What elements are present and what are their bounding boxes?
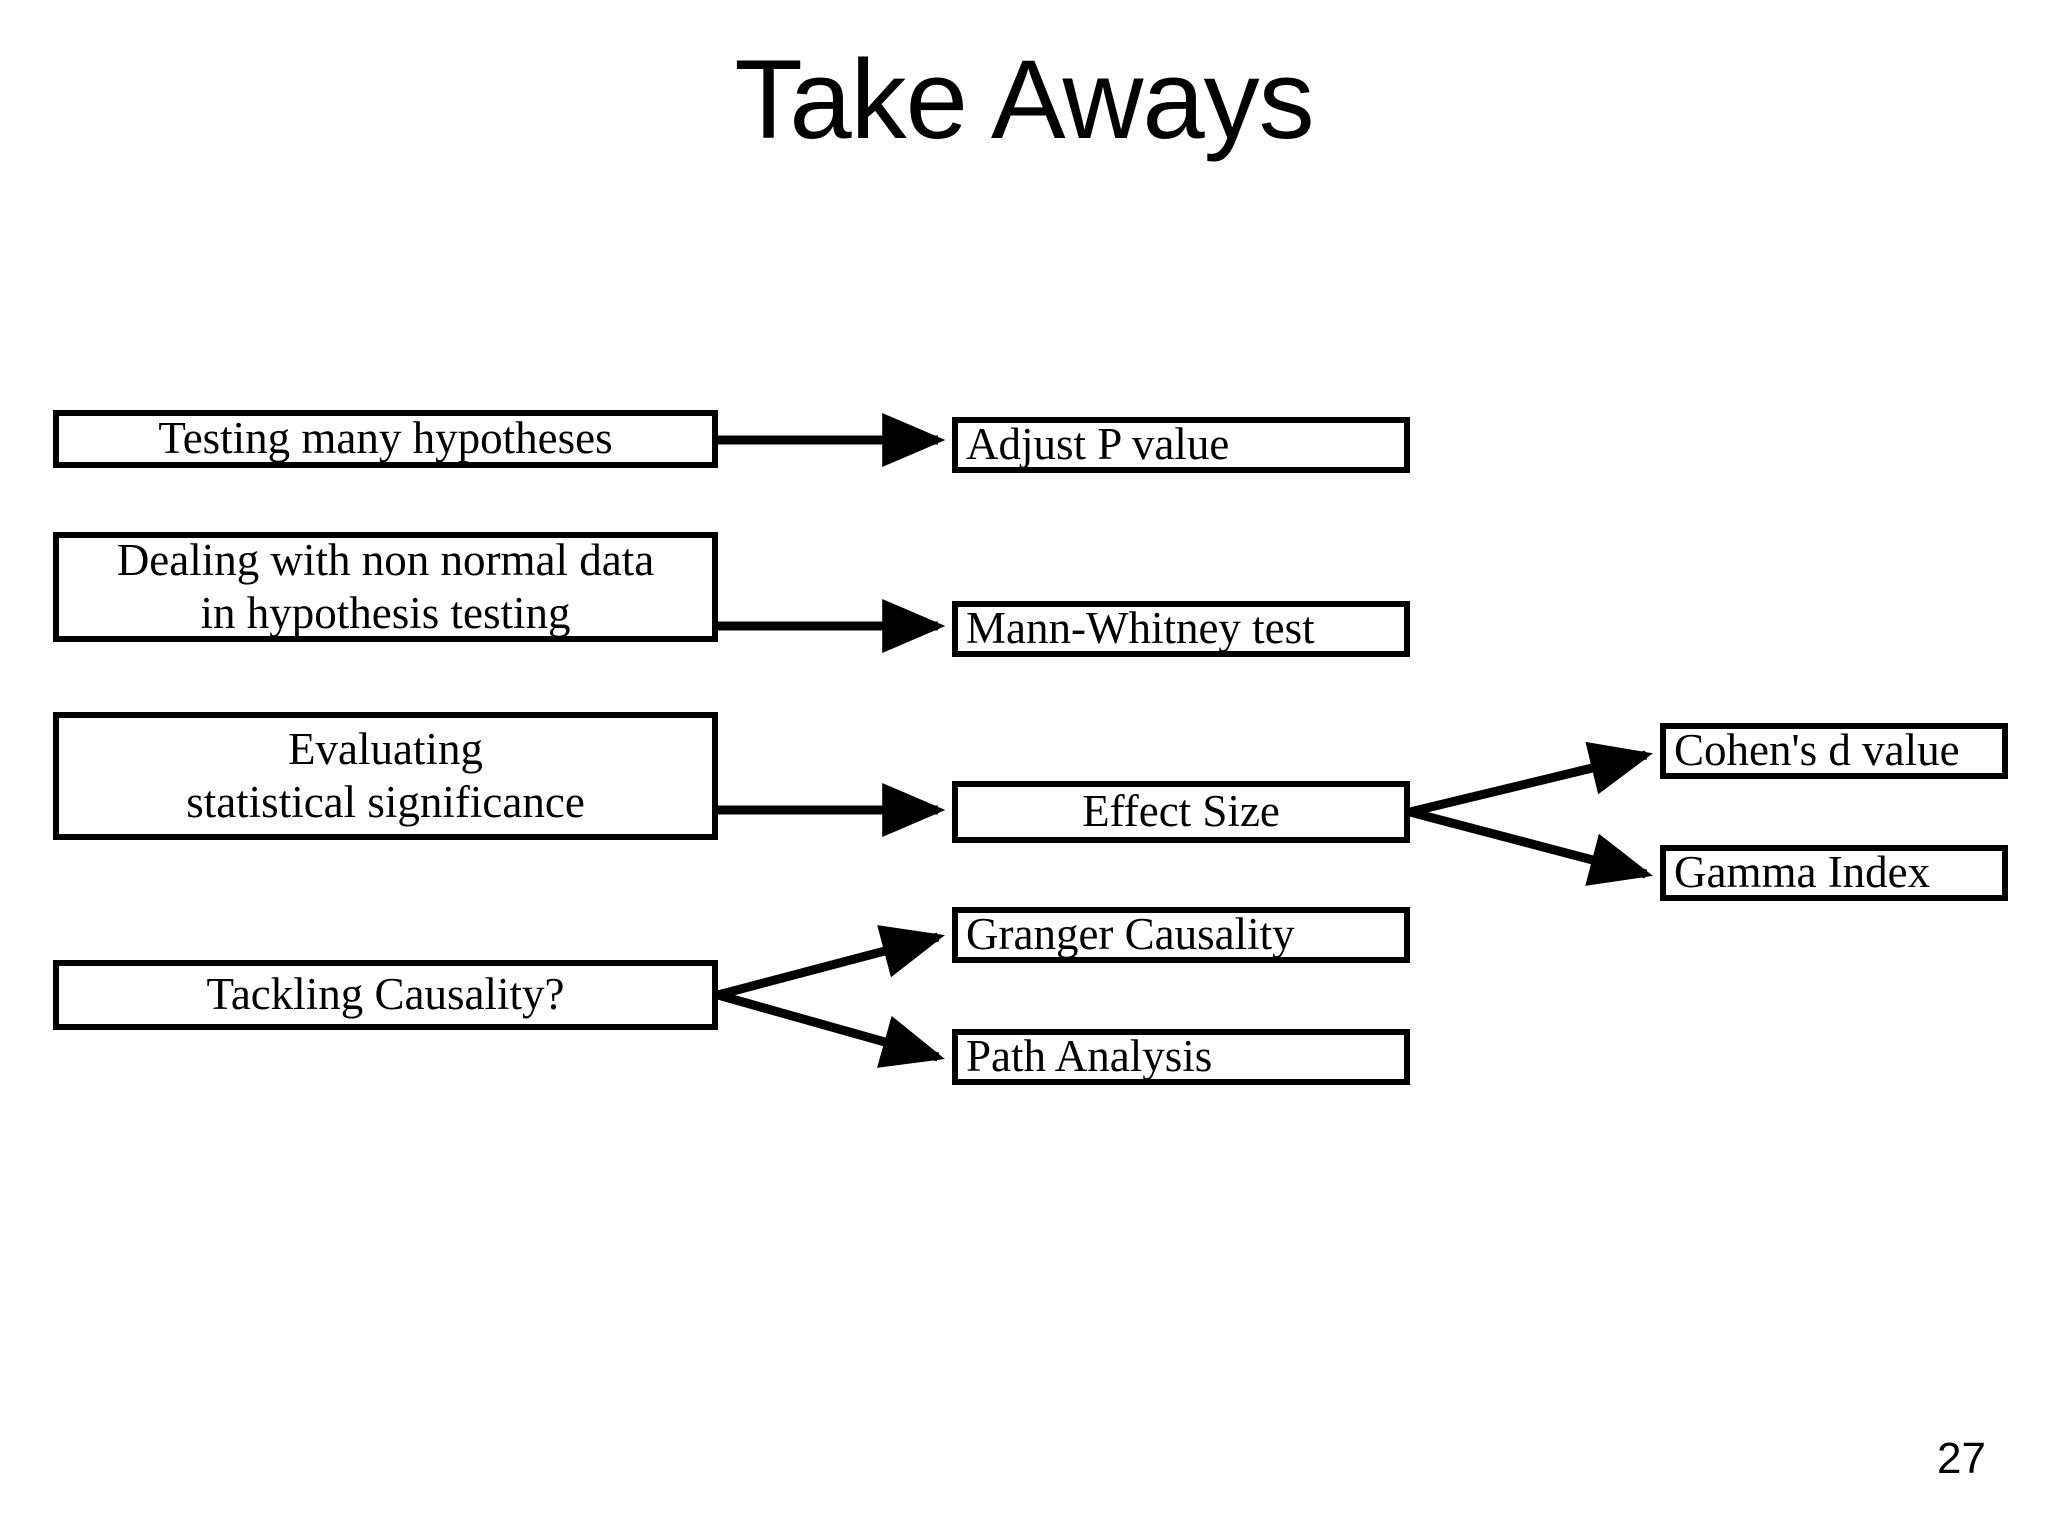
node-adjust-p-value[interactable]: Adjust P value [952, 417, 1410, 473]
node-label: Granger Causality [966, 909, 1295, 960]
node-mann-whitney-test[interactable]: Mann-Whitney test [952, 601, 1410, 657]
node-effect-size[interactable]: Effect Size [952, 781, 1410, 843]
node-dealing-with-non-normal-data[interactable]: Dealing with non normal data in hypothes… [53, 532, 718, 642]
node-testing-many-hypotheses[interactable]: Testing many hypotheses [53, 410, 718, 468]
node-gamma-index[interactable]: Gamma Index [1660, 845, 2008, 901]
node-cohens-d-value[interactable]: Cohen's d value [1660, 723, 2008, 779]
node-granger-causality[interactable]: Granger Causality [952, 907, 1410, 963]
node-path-analysis[interactable]: Path Analysis [952, 1029, 1410, 1085]
node-label: Cohen's d value [1674, 725, 1960, 776]
node-label: Testing many hypotheses [158, 413, 613, 464]
node-label: Mann-Whitney test [966, 603, 1315, 654]
edge-causality-to-path-analysis [716, 990, 945, 1068]
edge-effect-size-to-cohens-d [1408, 741, 1653, 817]
node-label: Gamma Index [1674, 847, 1931, 898]
node-label: Effect Size [1082, 786, 1280, 837]
node-label: Path Analysis [966, 1031, 1213, 1082]
node-label: Dealing with non normal data in hypothes… [116, 534, 655, 638]
page-number: 27 [1937, 1434, 1986, 1483]
edge-causality-to-granger [716, 925, 945, 1000]
node-label: Tackling Causality? [206, 969, 565, 1020]
node-label: Adjust P value [966, 419, 1230, 470]
node-label: Evaluating statistical significance [186, 723, 585, 827]
page-title: Take Aways [734, 37, 1314, 162]
node-evaluating-statistical-significance[interactable]: Evaluating statistical significance [53, 712, 718, 840]
edge-effect-size-to-gamma-index [1408, 807, 1653, 886]
node-tackling-causality[interactable]: Tackling Causality? [53, 960, 718, 1030]
